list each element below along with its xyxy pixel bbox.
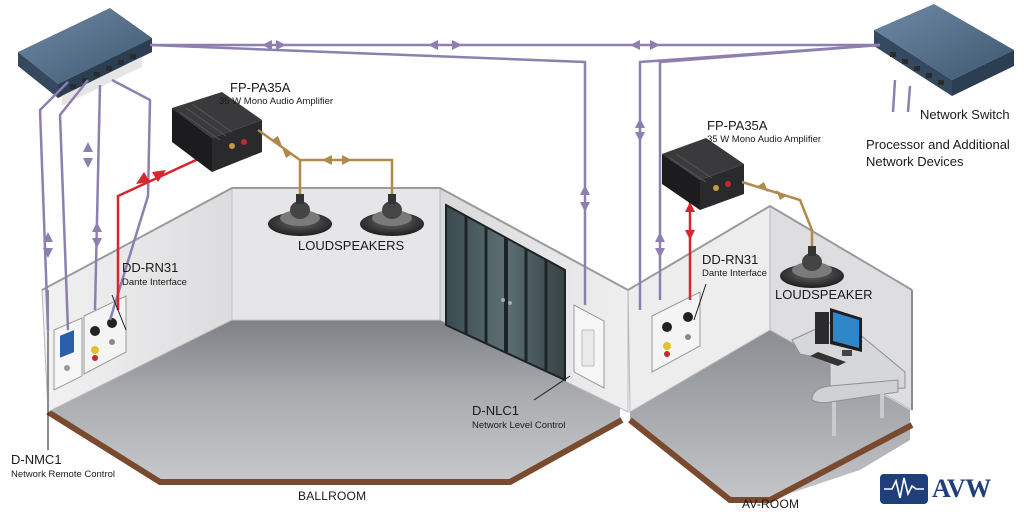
dd-rn31-right-description: Dante Interface (702, 268, 767, 279)
dd-rn31-right-wallplate (651, 291, 701, 373)
speaker-arrows (272, 136, 786, 200)
ballroom (41, 187, 629, 485)
av-room-label: AV-ROOM (742, 497, 800, 511)
processor-label-line1: Processor and Additional (866, 137, 1010, 152)
loudspeakers-label: LOUDSPEAKERS (298, 238, 405, 253)
loudspeaker-label: LOUDSPEAKER (775, 287, 873, 302)
network-switch-label: Network Switch (920, 107, 1010, 122)
ballroom-back-wall (231, 187, 441, 321)
computer-icon (810, 308, 862, 366)
ballroom-floor-trim (46, 409, 624, 485)
fp-pa35a-right-description: 35 W Mono Audio Amplifier (707, 134, 822, 145)
loudspeaker-middle-icon (360, 194, 424, 236)
avw-logo-mark (880, 474, 928, 504)
network-switch-left-icon (18, 8, 152, 106)
dd-rn31-left-description: Dante Interface (122, 277, 187, 288)
loudspeaker-left-icon (268, 194, 332, 236)
d-nlc1-description: Network Level Control (472, 420, 566, 431)
glass-doors (445, 203, 566, 382)
d-nlc1-title: D-NLC1 (472, 403, 519, 418)
network-arrows (43, 40, 665, 258)
dd-rn31-left-title: DD-RN31 (122, 260, 179, 275)
ballroom-floor (48, 320, 620, 482)
dante-arrows (136, 170, 695, 240)
d-nmc1-title: D-NMC1 (11, 452, 62, 467)
avw-logo-text: AVW (932, 474, 991, 503)
amplifier-right-icon (662, 138, 744, 210)
network-switch-right-icon (874, 4, 1014, 96)
fp-pa35a-left-description: 35 W Mono Audio Amplifier (219, 96, 334, 107)
d-nmc1-description: Network Remote Control (11, 469, 116, 480)
processor-label-line2: Network Devices (866, 154, 964, 169)
loudspeaker-right-icon (780, 246, 844, 288)
dd-rn31-left-wallplate (83, 295, 127, 375)
d-nmc1-wallplate (53, 317, 83, 391)
ballroom-label: BALLROOM (298, 489, 367, 503)
leader-lines (47, 283, 707, 450)
fp-pa35a-left-title: FP-PA35A (230, 80, 291, 95)
fp-pa35a-right-title: FP-PA35A (707, 118, 768, 133)
dd-rn31-right-title: DD-RN31 (702, 252, 759, 267)
d-nlc1-wallplate (573, 304, 605, 389)
amplifier-left-icon (172, 92, 262, 172)
